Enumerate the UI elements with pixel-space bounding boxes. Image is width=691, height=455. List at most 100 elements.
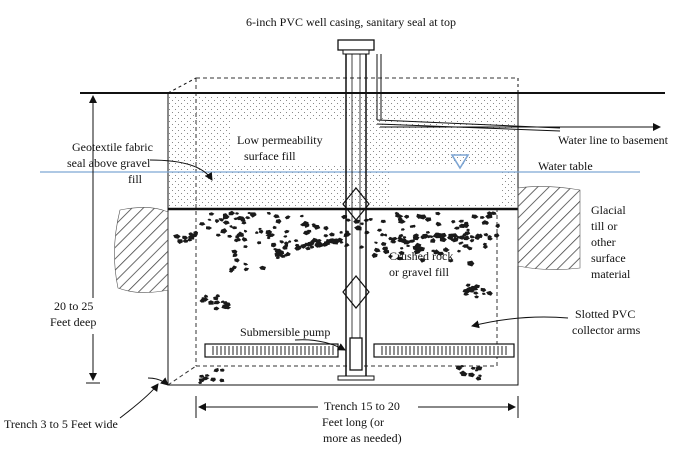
gravel-stone (293, 239, 299, 243)
gravel-stone (400, 247, 404, 250)
gravel-stone (336, 237, 344, 242)
gravel-stone (424, 217, 432, 222)
gravel-stone (380, 219, 386, 224)
gravel-stone (467, 246, 473, 251)
slotted-label-2: collector arms (572, 323, 641, 337)
gravel-stone (371, 252, 378, 258)
gravel-stone (494, 233, 500, 238)
gravel-stone (468, 372, 475, 378)
gravel-stone (300, 223, 306, 227)
gravel-stone (469, 239, 475, 243)
gravel-stone (252, 213, 257, 217)
gravel-stone (256, 241, 262, 245)
trench-length-label-2: Feet long (or (322, 415, 384, 429)
length-dimension (195, 396, 519, 418)
gravel-stone (414, 242, 422, 248)
gravel-stone (305, 246, 311, 251)
gravel-stone (241, 221, 247, 225)
gravel-stone (426, 235, 432, 239)
gravel-stone (459, 235, 466, 240)
gravel-stone (345, 218, 351, 222)
gravel-stone (461, 244, 469, 248)
gravel-stone (316, 240, 322, 245)
gravel-stone (243, 229, 248, 233)
gravel-stone (354, 225, 362, 231)
gravel-stone (437, 251, 445, 256)
gravel-stone (489, 211, 497, 215)
gravel-stone (477, 235, 481, 239)
gravel-stone (447, 236, 452, 240)
gravel-stone (435, 211, 441, 216)
gravel-stone (416, 213, 423, 219)
depth-label-1: 20 to 25 (54, 299, 93, 313)
gravel-stone (485, 214, 493, 219)
slotted-label-1: Slotted PVC (575, 307, 635, 321)
gravel-stone (339, 230, 343, 234)
gravel-stone (481, 220, 487, 225)
gravel-stone (487, 237, 493, 241)
gravel-stone (359, 245, 365, 249)
gravel-stone (470, 366, 476, 370)
depth-dimension (86, 92, 100, 384)
gravel-stone (474, 295, 479, 299)
gravel-stone (456, 365, 463, 371)
gravel-stone (243, 262, 249, 266)
gravel-stone (429, 235, 434, 239)
gravel-stone (247, 212, 252, 215)
gravel-stone (325, 239, 331, 244)
gravel-stone (266, 236, 271, 240)
gravel-stone (231, 249, 238, 254)
gravel-stone (443, 248, 450, 253)
trench-length-label-1: Trench 15 to 20 (324, 399, 400, 413)
gravel-stone (388, 236, 393, 241)
gravel-stone (368, 218, 373, 221)
gravel-stone (433, 249, 440, 255)
gravel-stone (447, 259, 454, 263)
gravel-stone (459, 370, 467, 376)
gravel-stone (380, 232, 385, 237)
gravel-stone (439, 232, 447, 239)
glacial-label-2: till or (591, 219, 617, 233)
gravel-stone (376, 228, 382, 232)
gravel-stone (199, 298, 205, 303)
gravel-stone (232, 252, 238, 257)
gravel-stone (205, 374, 210, 377)
gravel-stone (414, 246, 421, 250)
gravel-stone (435, 233, 440, 238)
gravel-stone (398, 233, 404, 238)
gravel-stone (460, 365, 465, 368)
gravel-stone (310, 245, 315, 249)
gravel-stone (187, 238, 193, 242)
gravel-stone (364, 230, 370, 235)
gravel-stone (468, 285, 477, 291)
gravel-stone (213, 300, 221, 305)
gravel-stone (239, 234, 245, 237)
gravel-stone (451, 233, 458, 239)
gravel-stone (210, 377, 216, 382)
gravel-stone (206, 226, 213, 230)
gravel-stone (265, 229, 273, 235)
well-casing (337, 39, 382, 381)
gravel-stone (391, 236, 398, 241)
gravel-stone (272, 225, 277, 229)
gravel-stone (482, 242, 487, 247)
gravel-stone (199, 222, 206, 226)
gravel-stone (459, 223, 466, 228)
gravel-stone (486, 290, 493, 296)
gravel-stone (304, 222, 310, 228)
water-table-label: Water table (538, 159, 593, 173)
geotextile-label-3: fill (128, 172, 143, 186)
gravel-stone (208, 300, 214, 305)
gravel-stone (480, 216, 485, 219)
gravel-stone (220, 228, 228, 234)
gravel-stone (177, 239, 183, 244)
gravel-stone (202, 376, 210, 381)
gravel-stone (266, 212, 271, 215)
crushed-label-2: or gravel fill (389, 265, 450, 279)
gravel-stone (323, 226, 329, 231)
glacial-label-3: other (591, 235, 616, 249)
gravel-stone (465, 283, 471, 287)
gravel-stone (306, 229, 312, 234)
gravel-stone (243, 267, 250, 272)
gravel-stone (234, 238, 239, 243)
